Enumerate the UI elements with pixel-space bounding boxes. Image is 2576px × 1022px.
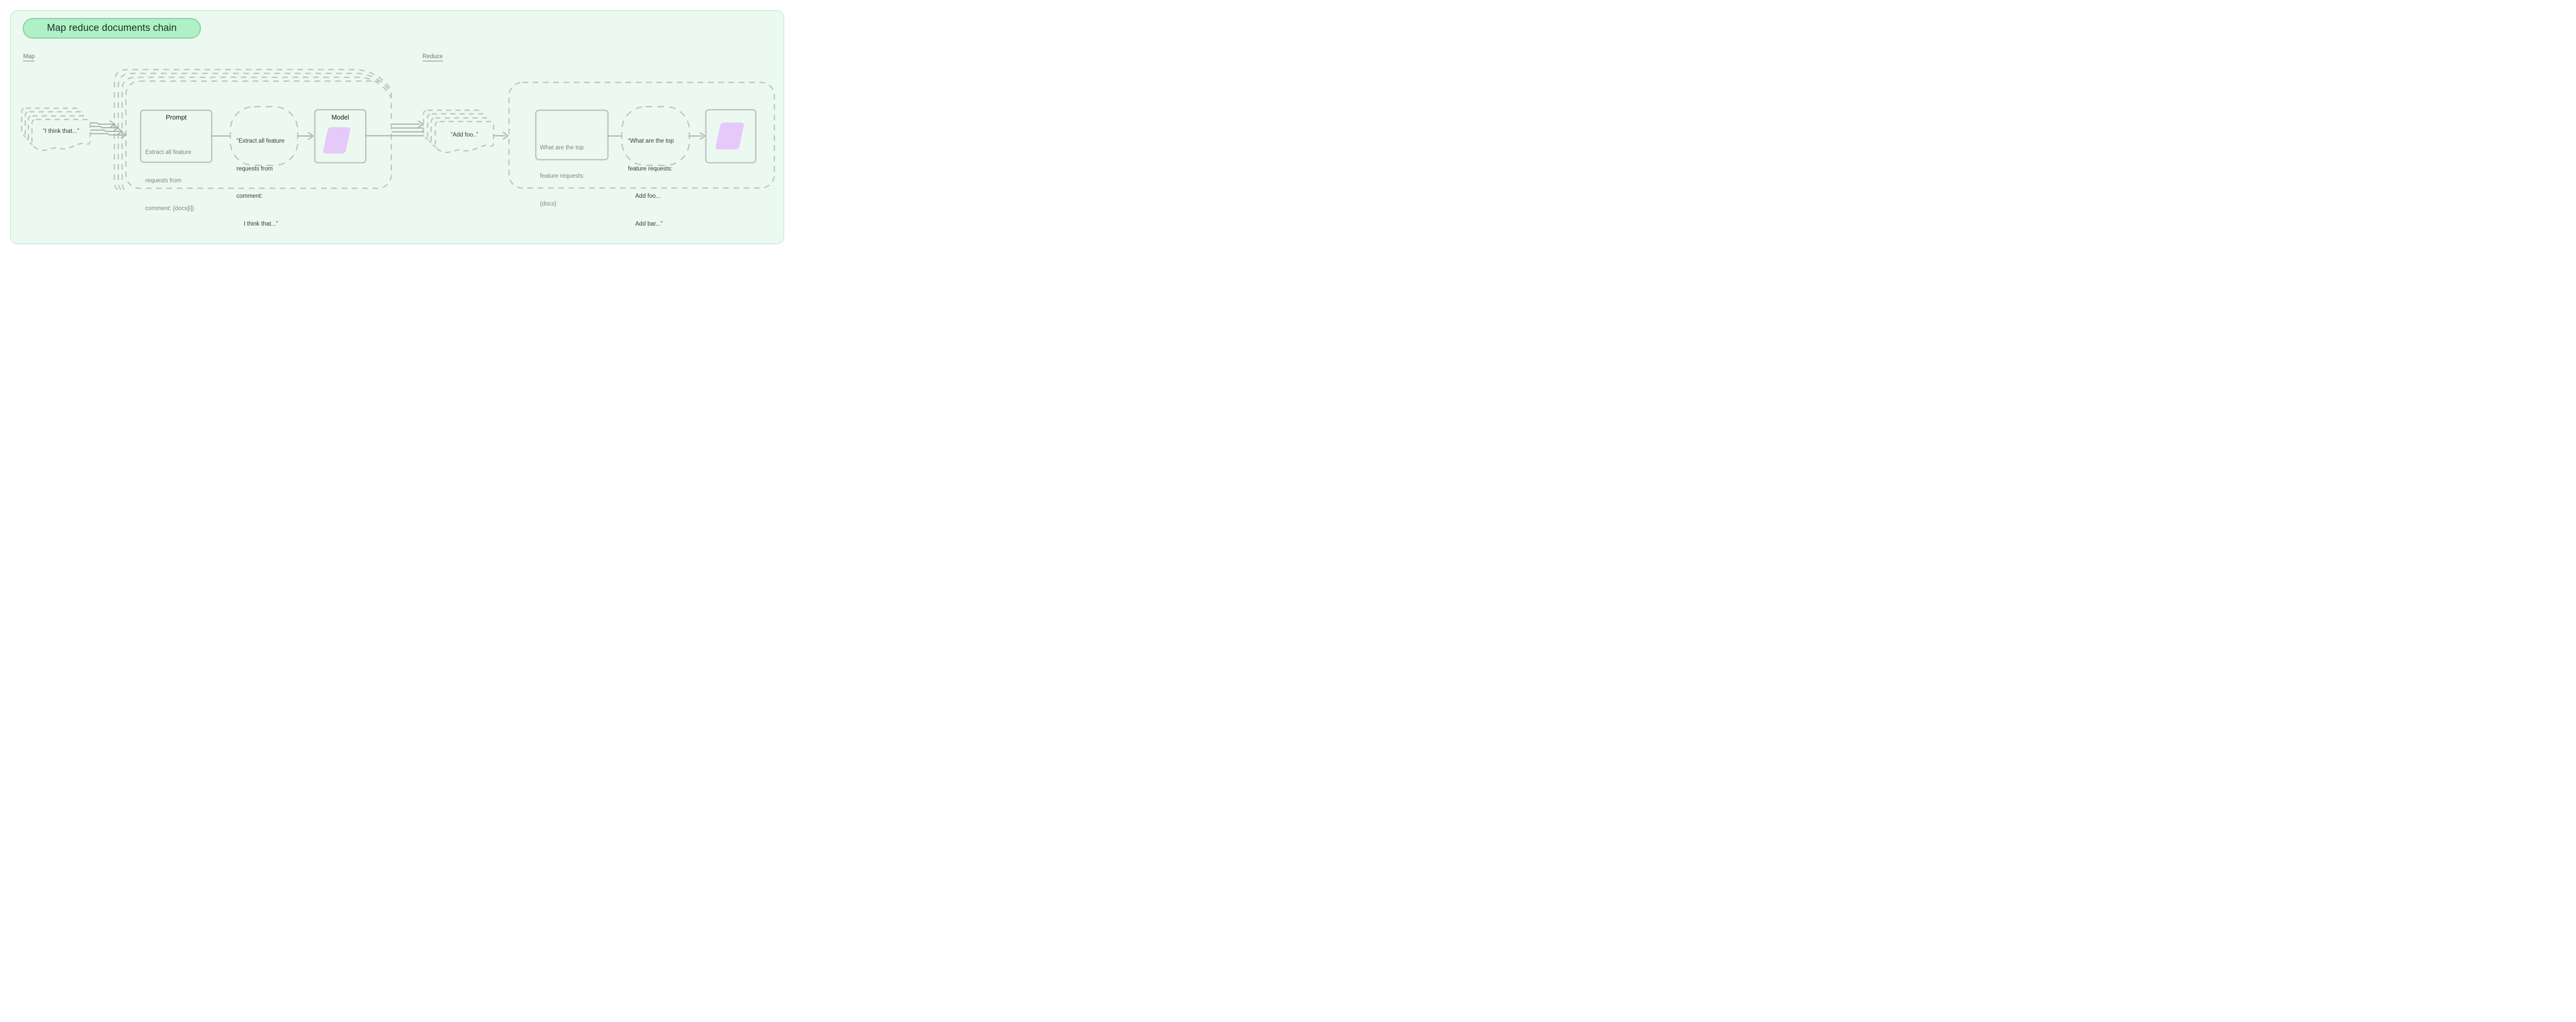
arrow-head-icon xyxy=(117,127,123,135)
reduce-formatted-prompt-text: “What are the top feature requests: Add … xyxy=(628,118,674,247)
arrow-line xyxy=(90,122,113,125)
title-badge: Map reduce documents chain xyxy=(23,18,201,39)
map-branch-echo xyxy=(113,69,392,190)
diagram-layer xyxy=(21,69,775,190)
input-document-stack xyxy=(21,107,91,151)
reduce-formatted-prompt-line: feature requests: xyxy=(628,165,673,172)
reduce-formatted-prompt-line: “What are the top xyxy=(628,138,674,144)
diagram-panel xyxy=(10,10,784,244)
arrow-head-icon xyxy=(121,131,127,139)
arrow-line xyxy=(90,129,121,132)
document-icon xyxy=(434,121,495,154)
map-section-label: Map xyxy=(23,53,35,61)
prompt-box-line: comment: {docs[i]} xyxy=(145,206,194,212)
prompt-box-title: Prompt xyxy=(165,114,187,121)
parallelogram-icon xyxy=(715,123,744,149)
arrow-head-icon xyxy=(113,124,119,132)
arrow-head-icon xyxy=(503,132,509,140)
reduce-formatted-prompt-line: Add bar...” xyxy=(635,220,663,227)
output-document-stack xyxy=(422,109,495,154)
arrow-head-icon xyxy=(308,132,314,140)
prompt-box-line: Extract all feature xyxy=(145,149,192,156)
diagram-canvas: Map reduce documents chain Map Reduce “I… xyxy=(0,0,795,256)
model-box-title: Model xyxy=(331,114,349,121)
reduce-prompt-line: {docs} xyxy=(540,201,556,207)
formatted-prompt-line: I think that...” xyxy=(244,220,278,227)
reduce-prompt-box xyxy=(535,109,609,161)
input-doc-text: “I think that...” xyxy=(43,128,79,134)
reduce-container xyxy=(508,81,775,189)
document-icon xyxy=(31,118,91,151)
arrow-line xyxy=(90,133,125,135)
arrow-head-icon xyxy=(418,120,423,128)
arrow-head-icon xyxy=(700,132,705,140)
reduce-prompt-line: What are the top xyxy=(540,145,584,151)
map-input-arrows xyxy=(90,120,127,139)
prompt-box-line: requests from xyxy=(145,177,182,184)
parallelogram-icon xyxy=(323,127,350,154)
formatted-prompt-text: “Extract all feature requests from comme… xyxy=(236,118,284,247)
arrow-head-icon xyxy=(109,120,115,128)
formatted-prompt-line: comment: xyxy=(236,193,263,199)
reduce-section-label: Reduce xyxy=(422,53,443,61)
reduce-formatted-prompt-line: Add foo... xyxy=(635,193,661,199)
map-branch-echo xyxy=(121,76,392,190)
formatted-prompt-line: requests from xyxy=(236,165,273,172)
reduce-prompt-line: feature requests: xyxy=(540,173,585,179)
formatted-prompt-line: “Extract all feature xyxy=(236,138,285,144)
map-branch-echo xyxy=(117,73,392,190)
arrow-line xyxy=(90,126,117,128)
output-doc-text: “Add foo..” xyxy=(450,132,479,138)
title-badge-label: Map reduce documents chain xyxy=(47,23,177,33)
reduce-prompt-box-body: What are the top feature requests: {docs… xyxy=(540,125,584,228)
prompt-box-body: Extract all feature requests from commen… xyxy=(145,129,194,232)
